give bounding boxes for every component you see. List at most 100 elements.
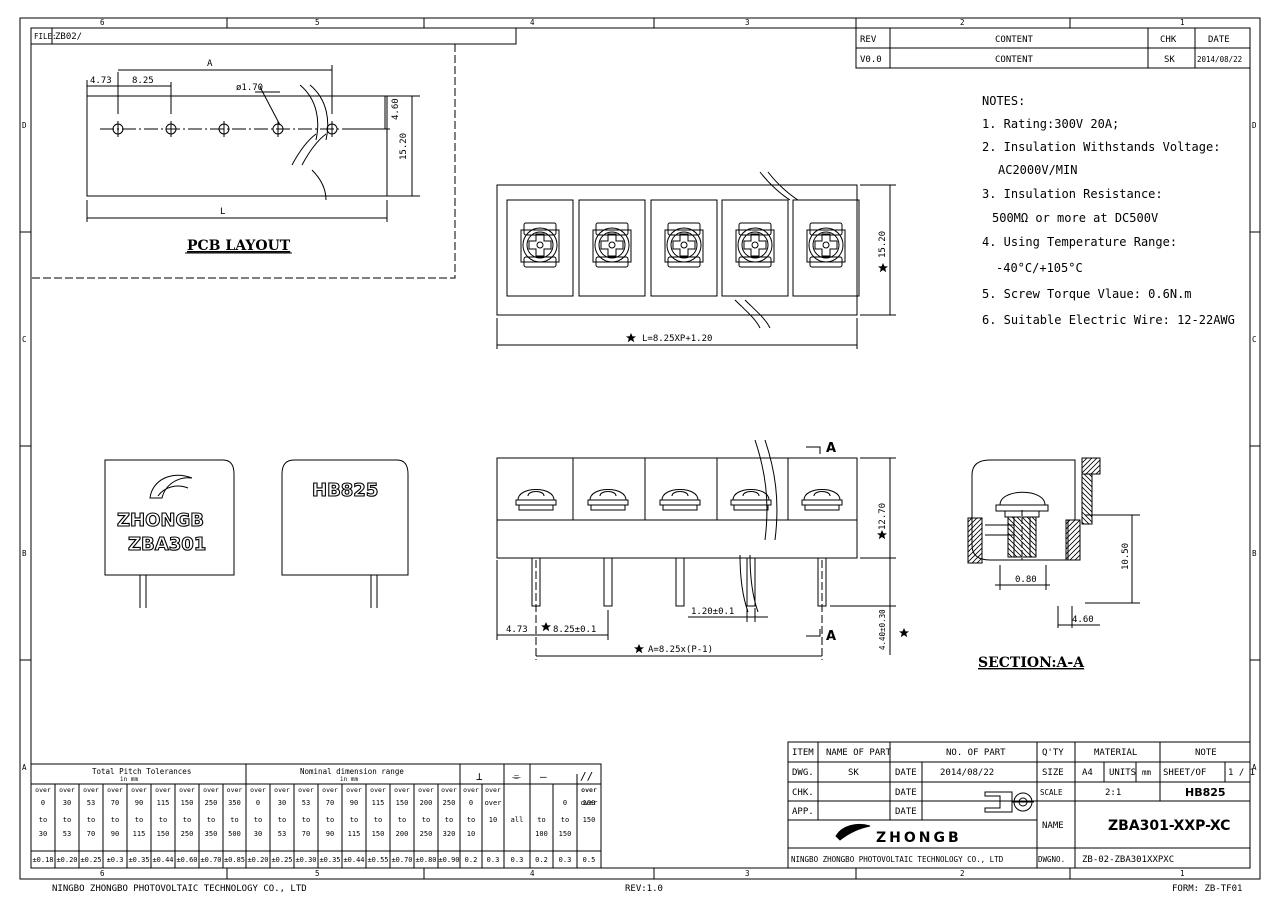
tolerance-cell: ±0.20 [247,856,268,864]
section-dim-080: 0.80 [1015,575,1037,585]
zone-bottom-1: 1 [1180,869,1185,878]
tb-dwg: DWG. [792,768,814,778]
tolerance-cell: to [39,816,47,824]
note-line-9: 6. Suitable Electric Wire: 12-22AWG [982,313,1235,327]
section-dim-1050: 10.50 [1121,543,1131,570]
pcb-dim-a: A [207,59,213,69]
section-marker-bottom: A [826,629,836,644]
tolerance-cell: 100 [535,830,548,838]
zone-top-5: 5 [315,18,320,27]
tb-chk-date-label: DATE [895,788,917,798]
pcb-dim-825: 8.25 [132,76,154,86]
rev-header: REV [860,35,877,45]
pcb-dim-l: L [220,207,225,217]
rev-value: V0.0 [860,55,882,65]
tb-part-code: HB825 [1185,786,1226,799]
zone-side-d: D [22,121,27,130]
tolerance-cell: to [135,816,143,824]
tolerance-cell: 0 [469,799,473,807]
tolerance-cell: 320 [443,830,456,838]
tolerance-cell: ±0.80 [415,856,436,864]
tolerance-cell: ±0.25 [80,856,101,864]
tolerance-cell: to [207,816,215,824]
tolerance-cell: 10 [489,816,497,824]
zone-bottom-5: 5 [315,869,320,878]
tolerance-cell: over [441,786,457,794]
zone-side-c-right: C [1252,335,1257,344]
tolerance-cell: over [59,786,75,794]
tolerance-cell: to [183,816,191,824]
tolerance-cell: 53 [87,799,95,807]
tolerance-cell: over [83,786,99,794]
tolerance-cell: 0.3 [511,856,524,864]
tb-dwg-date: 2014/08/22 [940,768,994,778]
tolerance-cell: 0 [563,799,567,807]
note-line-1: 1. Rating:300V 20A; [982,117,1119,131]
file-box: FILE: ZB02/ [31,28,516,44]
note-line-3: AC2000V/MIN [998,163,1077,177]
zone-bottom-2: 2 [960,869,965,878]
tb-name-value: ZBA301-XXP-XC [1108,818,1230,834]
tolerance-cell: to [302,816,310,824]
brand-text: ZHONGB [117,510,204,531]
tolerance-cell: over [322,786,338,794]
tolerance-cell: 30 [254,830,262,838]
zone-top-3: 3 [745,18,750,27]
tolerance-cell: ±0.44 [152,856,173,864]
label-box-brand: ZHONGB ZBA301 [105,460,234,608]
tb-company: NINGBO ZHONGBO PHOTOVOLTAIC TECHNOLOGY C… [791,855,1004,864]
pcb-dim-1520: 15.20 [399,133,409,160]
front-dim-120: 1.20±0.1 [691,607,734,617]
note-line-6: 4. Using Temperature Range: [982,235,1177,249]
terminal-top-view [497,172,896,349]
tolerance-cell: ±0.60 [176,856,197,864]
tolerance-cell: over [394,786,410,794]
tb-app-date-label: DATE [895,807,917,817]
tolerance-cell: 70 [326,799,334,807]
tb-dwgno-label: DWGNO. [1038,855,1065,864]
zone-top-6: 6 [100,18,105,27]
date-value: 2014/08/22 [1197,55,1242,64]
tb-material: MATERIAL [1094,748,1137,758]
tolerance-cell: to [63,816,71,824]
note-line-2: 2. Insulation Withstands Voltage: [982,140,1220,154]
footer-company: NINGBO ZHONGBO PHOTOVOLTAIC TECHNOLOGY C… [52,884,307,894]
footer-form: FORM: ZB-TF01 [1172,884,1242,894]
tolerance-cell: over [463,786,479,794]
tolerance-cell: to [561,816,569,824]
tolerance-cell: 90 [135,799,143,807]
tolerance-cell: over [370,786,386,794]
label-box-hb825: HB825 [282,460,408,608]
tb-chk: CHK. [792,788,814,798]
tolerance-cell: 350 [228,799,241,807]
tolerance-cell: 90 [326,830,334,838]
chk-value: SK [1164,55,1175,65]
tolerance-cell: 115 [157,799,170,807]
tolerance-cell: to [278,816,286,824]
tolerance-cell: to [467,816,475,824]
chk-header: CHK [1160,35,1177,45]
tolerance-cell: 0.5 [583,856,596,864]
front-dim-473: 4.73 [506,625,528,635]
tolerance-cell: 0.2 [465,856,478,864]
tolerance-cell: to [537,816,545,824]
sheet-border [20,18,1260,879]
content-header: CONTENT [995,35,1034,45]
tol-symbol-symmetry: ⌯ [512,770,521,783]
tolerance-cell: 350 [205,830,218,838]
tolerance-cell: over [418,786,434,794]
tolerance-column-dividers [55,784,553,868]
tolerance-cell: 70 [87,830,95,838]
tb-note: NOTE [1195,748,1217,758]
tol-title-pitch: Total Pitch Tolerances [92,767,191,776]
tolerance-cell: 0 [256,799,260,807]
section-marker-top: A [826,441,836,456]
zone-bottom-3: 3 [745,869,750,878]
tolerance-cell: 250 [420,830,433,838]
zone-side-c: C [22,335,27,344]
front-dim-a: A=8.25x(P-1) [648,645,713,655]
tolerance-cell: 200 [420,799,433,807]
file-value: ZB02/ [55,32,82,42]
tolerance-cell: to [111,816,119,824]
